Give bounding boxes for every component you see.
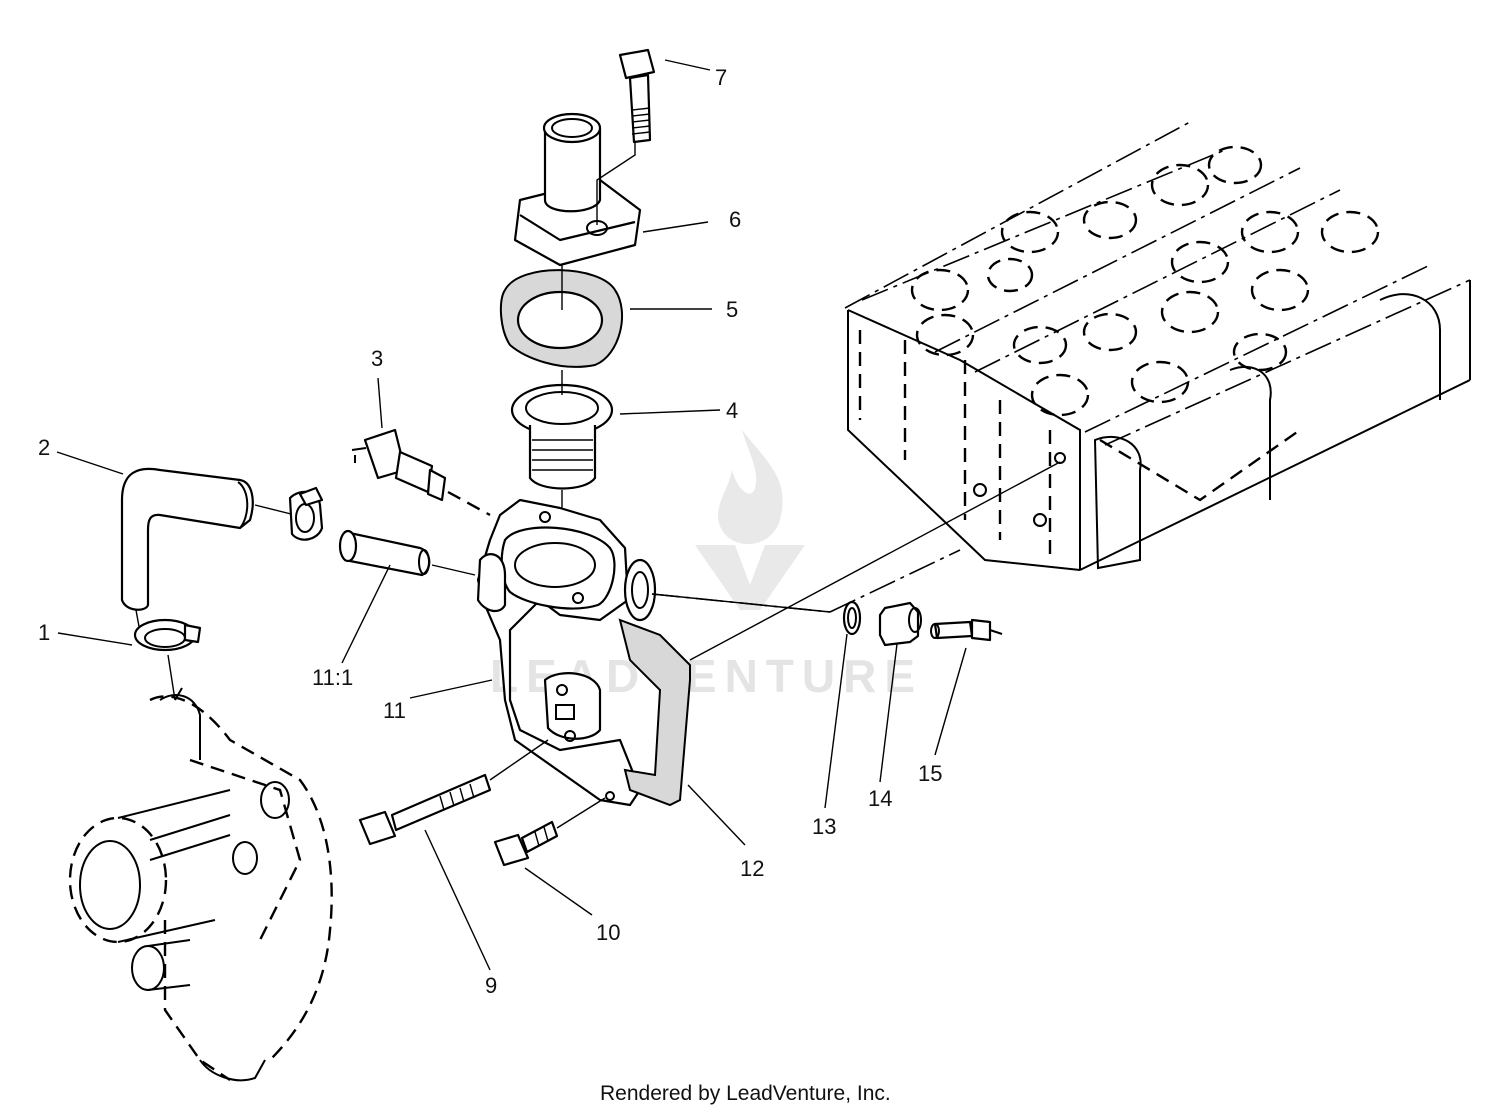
callout-11-1: 11:1 — [312, 665, 353, 690]
callout-15: 15 — [918, 761, 942, 786]
long-bolt — [358, 739, 549, 846]
water-pump — [68, 687, 333, 1082]
callout-11: 11 — [383, 698, 406, 723]
callout-14: 14 — [868, 786, 892, 811]
bypass-hose — [120, 467, 296, 701]
cover-bolt — [618, 48, 656, 144]
bypass-pipe — [338, 529, 476, 577]
callout-7: 7 — [715, 65, 727, 90]
callout-1: 1 — [38, 620, 50, 645]
footer-credit: Rendered by LeadVenture, Inc. — [600, 1082, 891, 1105]
thermostat-housing — [476, 498, 831, 807]
temperature-sender — [351, 428, 491, 517]
sealing-washer — [842, 600, 862, 636]
callout-3: 3 — [371, 346, 383, 371]
engine-block — [844, 121, 1471, 571]
alignment-line — [689, 461, 1061, 661]
adapter-bushing — [878, 601, 922, 647]
v-mark-icon — [695, 545, 805, 610]
hose-clamp-upper — [288, 486, 324, 541]
callout-labels: 1 2 3 4 5 6 7 9 10 11 11:1 12 13 14 15 — [38, 65, 942, 998]
housing-gasket — [618, 618, 691, 807]
callout-10: 10 — [596, 920, 620, 945]
callout-9: 9 — [485, 973, 497, 998]
cover-gasket — [499, 269, 624, 368]
callout-6: 6 — [729, 207, 741, 232]
callout-5: 5 — [726, 297, 738, 322]
hose-clamp-lower — [133, 618, 202, 652]
callout-4: 4 — [726, 398, 738, 423]
flame-icon — [717, 430, 783, 545]
short-bolt — [493, 797, 606, 867]
callout-12: 12 — [740, 856, 764, 881]
thermostat-cover — [513, 112, 642, 267]
temperature-switch — [930, 618, 1003, 642]
callout-2: 2 — [38, 435, 50, 460]
leader-lines — [56, 59, 967, 971]
callout-13: 13 — [812, 814, 836, 839]
thermostat — [510, 265, 614, 570]
